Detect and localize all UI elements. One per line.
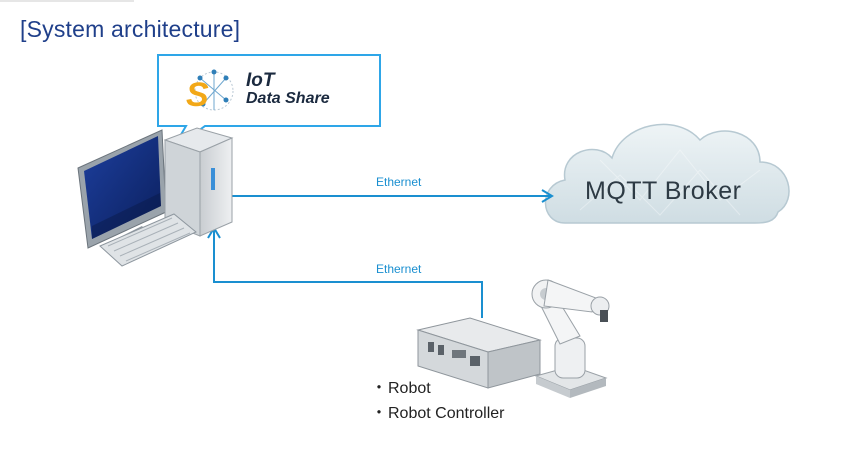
pc-tower-icon	[163, 127, 234, 237]
mqtt-broker-cloud	[544, 123, 790, 224]
device-item-robot: ・Robot	[370, 376, 505, 401]
logo-line-2: Data Share	[246, 90, 330, 107]
ethernet-label-bottom: Ethernet	[376, 262, 422, 276]
device-item-robot-controller: ・Robot Controller	[370, 401, 505, 426]
keyboard-icon	[99, 213, 197, 267]
ethernet-link-controller-pc	[207, 226, 483, 318]
device-list: ・Robot ・Robot Controller	[370, 376, 505, 426]
device-label: Robot	[388, 380, 431, 397]
ethernet-label-top: Ethernet	[376, 175, 422, 189]
robot-arm-icon	[531, 279, 610, 398]
top-rule	[0, 0, 134, 2]
device-label: Robot Controller	[388, 405, 505, 422]
iot-data-share-logo-icon: S	[186, 69, 234, 114]
bullet-dot: ・	[370, 380, 387, 397]
ethernet-link-pc-broker	[228, 189, 554, 203]
logo-wordmark: IoT Data Share	[246, 70, 330, 108]
bullet-dot: ・	[370, 405, 387, 422]
pc-monitor-icon	[77, 129, 167, 249]
logo-line-1: IoT	[246, 70, 275, 91]
svg-text:S: S	[186, 76, 209, 114]
diagram-title: [System architecture]	[20, 16, 241, 42]
robot-controller-icon	[416, 317, 542, 389]
broker-label: MQTT Broker	[585, 177, 742, 205]
